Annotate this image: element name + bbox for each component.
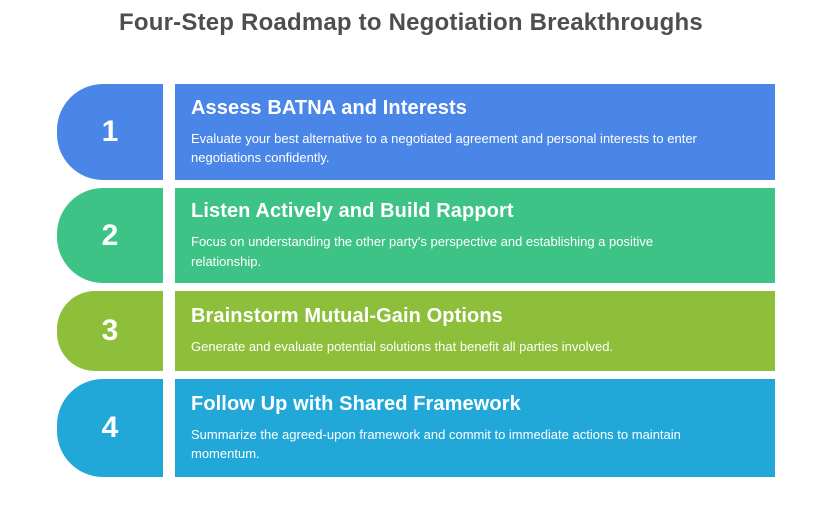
- step-4-title: Follow Up with Shared Framework: [191, 392, 521, 415]
- step-2-description: Focus on understanding the other party's…: [191, 234, 654, 269]
- step-3-description: Generate and evaluate potential solution…: [191, 339, 614, 355]
- step-2-title: Listen Actively and Build Rapport: [191, 200, 514, 222]
- step-3-number-badge: 3: [57, 291, 163, 371]
- step-1-number-badge: 1: [57, 84, 163, 180]
- step-1-content-box: Assess BATNA and Interests Evaluate your…: [175, 84, 775, 180]
- step-2-number: 2: [101, 218, 119, 252]
- step-3-content-box: Brainstorm Mutual-Gain Options Generate …: [175, 291, 775, 371]
- page-title: Four-Step Roadmap to Negotiation Breakth…: [119, 9, 703, 36]
- step-1-title: Assess BATNA and Interests: [191, 96, 468, 119]
- step-row-4: 4 Follow Up with Shared Framework Summar…: [57, 379, 775, 477]
- step-4-description: Summarize the agreed-upon framework and …: [191, 426, 681, 462]
- step-2-content-box: Listen Actively and Build Rapport Focus …: [175, 188, 775, 283]
- step-2-number-badge: 2: [57, 188, 163, 283]
- step-row-2: 2 Listen Actively and Build Rapport Focu…: [57, 188, 775, 283]
- step-4-content-box: Follow Up with Shared Framework Summariz…: [175, 379, 775, 477]
- step-4-number-badge: 4: [57, 379, 163, 477]
- step-row-1: 1 Assess BATNA and Interests Evaluate yo…: [57, 84, 775, 180]
- step-row-3: 3 Brainstorm Mutual-Gain Options Generat…: [57, 291, 775, 371]
- step-3-title: Brainstorm Mutual-Gain Options: [191, 305, 503, 328]
- step-1-number: 1: [101, 115, 119, 148]
- steps-list: 1 Assess BATNA and Interests Evaluate yo…: [57, 84, 775, 477]
- step-3-number: 3: [101, 314, 119, 347]
- step-1-description: Evaluate your best alternative to a nego…: [191, 130, 697, 166]
- step-4-number: 4: [101, 411, 119, 444]
